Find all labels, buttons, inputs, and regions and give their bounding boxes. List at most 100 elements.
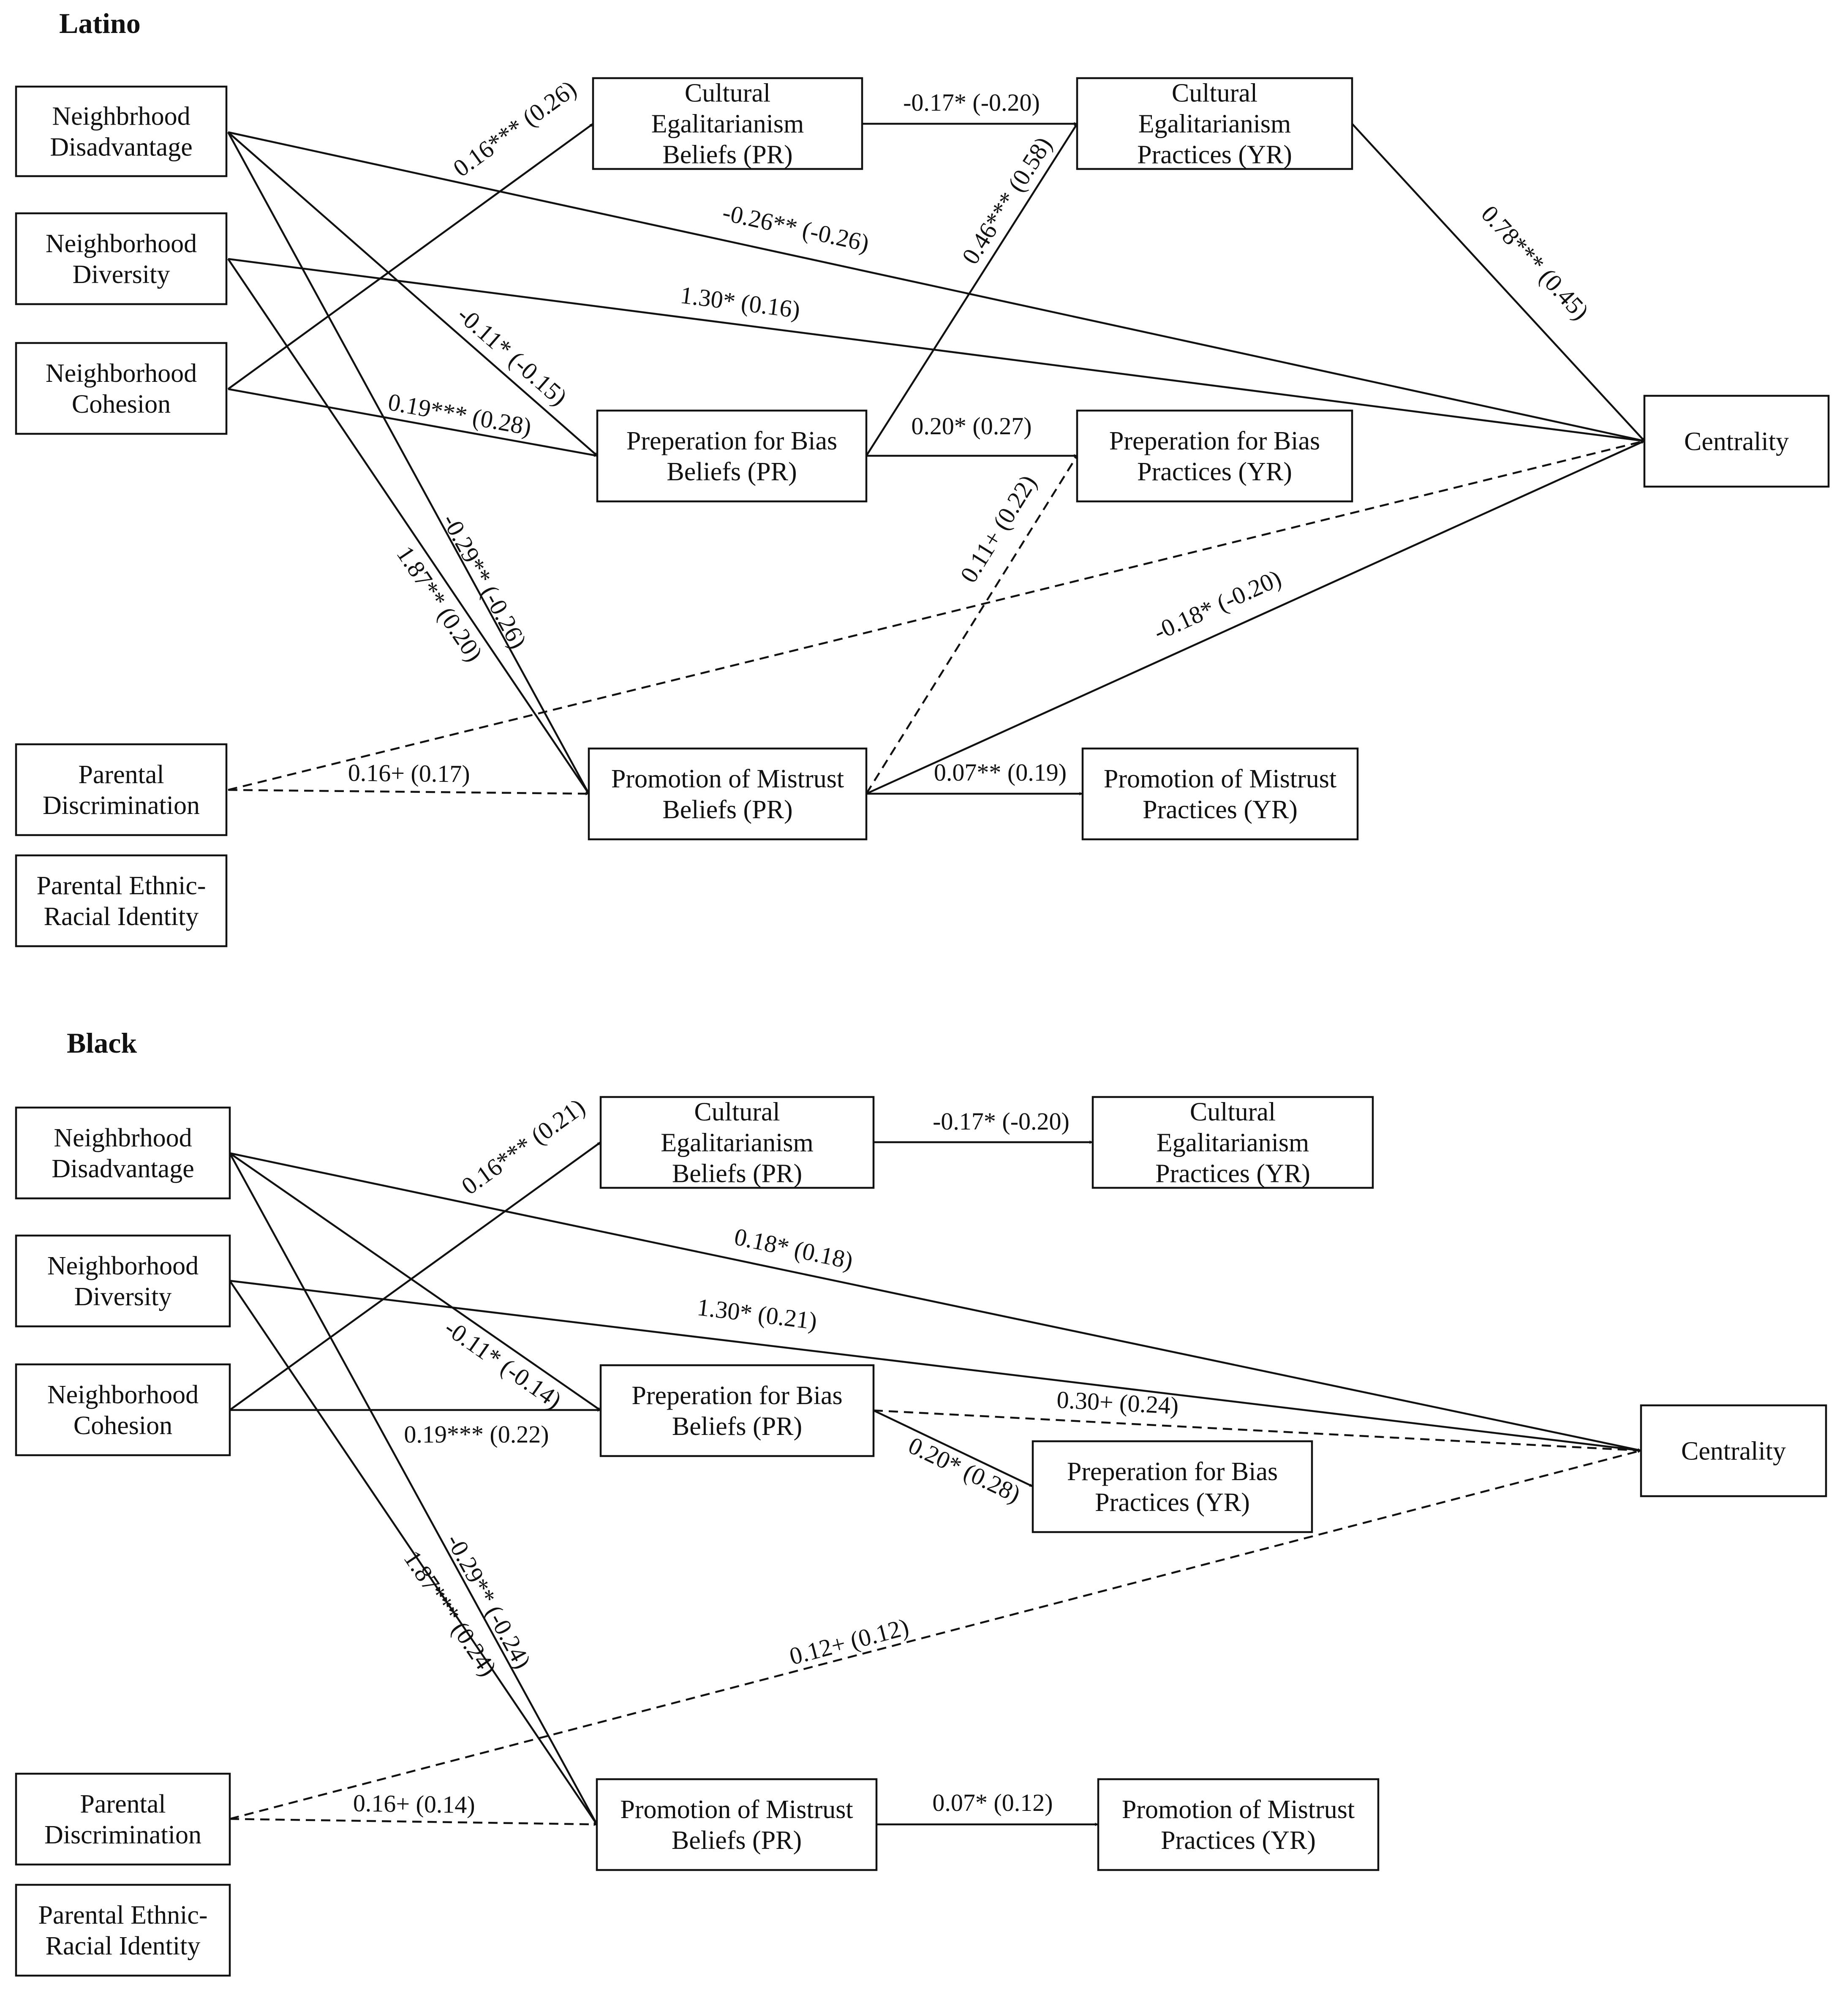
node-label-line: Practices (YR): [1137, 457, 1292, 486]
path-coefficient-nc-ceb: 0.16*** (0.21): [456, 1093, 590, 1200]
node-label-line: Racial Identity: [46, 1932, 201, 1960]
node-label-line: Practices (YR): [1155, 1160, 1310, 1188]
path-coefficient-nd-cen: 0.18* (0.18): [732, 1222, 855, 1274]
path-coefficient-pd-pmb: 0.16+ (0.17): [348, 759, 470, 787]
node-label-line: Egalitarianism: [1157, 1129, 1309, 1157]
path-pd-to-cen: [229, 1449, 1641, 1820]
node-box: [15, 743, 228, 836]
node-box: [592, 77, 863, 170]
node-box: [1643, 395, 1830, 488]
node-label-line: Promotion of Mistrust: [611, 765, 844, 793]
node-label-line: Beliefs (PR): [662, 795, 792, 824]
path-ndiv-to-cen: [229, 1279, 1641, 1452]
node-box: [599, 1096, 875, 1189]
node-label-line: Neighborhood: [47, 1252, 199, 1280]
node-label-line: Preperation for Bias: [1067, 1457, 1278, 1486]
node-label-line: Racial Identity: [44, 902, 199, 931]
node-label-line: Neighborhood: [46, 359, 197, 388]
path-pbb-to-cep: [865, 123, 1078, 457]
node-label-line: Promotion of Mistrust: [1104, 765, 1336, 793]
node-box: [1097, 1778, 1380, 1871]
node-label-line: Disadvantage: [52, 1154, 194, 1183]
node-label-line: Parental Ethnic-: [36, 871, 206, 900]
node-label-line: Practices (YR): [1143, 795, 1298, 824]
node-label-line: Discrimination: [43, 791, 200, 820]
node-box: [15, 854, 228, 947]
node-label-line: Neighbrhood: [54, 1124, 192, 1152]
path-nd-to-pmb: [229, 1152, 598, 1825]
path-coefficient-nc-ceb: 0.16*** (0.26): [448, 75, 582, 182]
path-coefficient-nd-pbb: -0.11* (-0.14): [440, 1314, 567, 1414]
node-label-line: Egalitarianism: [661, 1129, 814, 1157]
path-coefficient-pbb-pbp: 0.20* (0.28): [904, 1432, 1025, 1508]
panel-title-latino: Latino: [59, 7, 141, 39]
node-box: [599, 1364, 875, 1457]
node-box: [596, 1778, 878, 1871]
node-cen: Centrality: [1643, 395, 1830, 488]
path-coefficient-pmb-pmp: 0.07* (0.12): [932, 1789, 1053, 1816]
edge-labels-latino: -0.26** (-0.26)-0.11* (-0.15)-0.29** (-0…: [348, 75, 1594, 787]
node-box: [1081, 747, 1359, 841]
node-box: [15, 85, 228, 177]
path-coefficient-pbb-cep: 0.46*** (0.58): [956, 132, 1057, 269]
path-nd-to-cen: [229, 1152, 1641, 1452]
node-label-line: Discrimination: [44, 1821, 201, 1849]
node-label-line: Cultural: [685, 79, 770, 108]
path-pbb-to-cen: [873, 1409, 1641, 1452]
path-nd-to-pbb: [227, 131, 598, 457]
path-nd-to-pbb: [229, 1152, 601, 1411]
edges-latino: [227, 122, 1645, 795]
node-label-line: Preperation for Bias: [1109, 427, 1320, 455]
path-coefficient-nc-pbb: 0.19*** (0.22): [404, 1421, 549, 1448]
panel-latino: Latino -0.26** (-0.26)-0.11* (-0.15)-0.2…: [15, 7, 1830, 947]
path-ndiv-to-pmb: [229, 1280, 598, 1825]
path-nc-to-pbb: [228, 388, 598, 457]
node-box: [15, 1363, 231, 1456]
node-label-line: Practices (YR): [1137, 141, 1292, 169]
path-coefficient-cep-cen: 0.78*** (0.45): [1476, 200, 1594, 325]
node-label-line: Beliefs (PR): [672, 1826, 802, 1855]
path-coefficient-ceb-cep: -0.17* (-0.20): [933, 1108, 1070, 1135]
node-label-line: Beliefs (PR): [662, 141, 792, 169]
node-box: [15, 342, 228, 435]
node-box: [15, 1234, 231, 1328]
node-label-line: Cultural: [694, 1098, 780, 1127]
node-label-line: Neighborhood: [47, 1380, 199, 1409]
node-box: [1076, 77, 1353, 170]
path-coefficient-ceb-cep: -0.17* (-0.20): [903, 89, 1040, 116]
node-label-line: Neighbrhood: [52, 102, 190, 131]
node-label-line: Parental Ethnic-: [38, 1901, 207, 1930]
node-box: [15, 1772, 231, 1866]
path-coefficient-pmb-pbp: 0.11+ (0.22): [955, 470, 1042, 588]
path-coefficient-nd-cen: -0.26** (-0.26): [720, 199, 872, 257]
nodes-latino: NeighbrhoodDisadvantageNeighborhoodDiver…: [15, 77, 1830, 947]
node-label-line: Centrality: [1684, 427, 1789, 456]
nodes-black: NeighbrhoodDisadvantageNeighborhoodDiver…: [15, 1096, 1827, 1977]
node-label-line: Diversity: [74, 1282, 172, 1311]
node-label-line: Cohesion: [73, 1411, 172, 1440]
path-coefficient-ndiv-cen: 1.30* (0.21): [696, 1293, 819, 1335]
node-label-line: Practices (YR): [1161, 1826, 1316, 1855]
panel-black: Black 0.18* (0.18)-0.11* (-0.14)-0.29** …: [15, 1027, 1827, 1977]
path-nc-to-ceb: [227, 123, 594, 390]
path-pbb-to-pbp: [873, 1409, 1033, 1488]
path-coefficient-pbb-pbp: 0.20* (0.27): [911, 412, 1032, 440]
